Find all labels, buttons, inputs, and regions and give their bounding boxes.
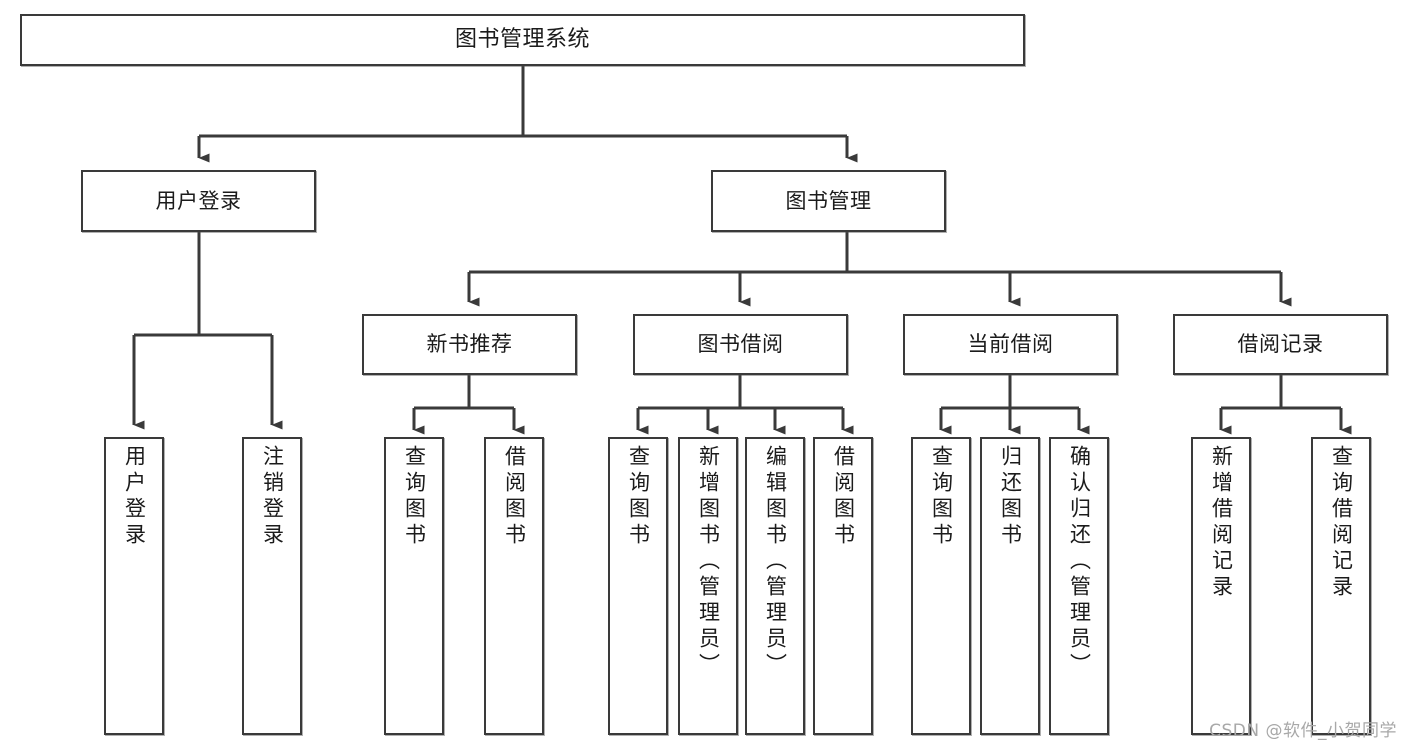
node-label: 当前借阅 xyxy=(967,332,1054,357)
node-label: 查询图书 xyxy=(929,445,954,549)
node-leaf-edit-book-admin[interactable]: 编辑图书（管理员） xyxy=(745,437,805,735)
node-user-login[interactable]: 用户登录 xyxy=(81,170,316,232)
node-leaf-query-book-current[interactable]: 查询图书 xyxy=(911,437,971,735)
node-leaf-add-book-admin[interactable]: 新增图书（管理员） xyxy=(678,437,738,735)
node-label: 借阅图书 xyxy=(502,445,527,549)
node-label: 借阅图书 xyxy=(831,445,856,549)
node-label: 借阅记录 xyxy=(1237,332,1324,357)
node-leaf-add-borrow-record[interactable]: 新增借阅记录 xyxy=(1191,437,1251,735)
node-label: 查询图书 xyxy=(402,445,427,549)
watermark: CSDN @软件_小贺同学 xyxy=(1209,721,1397,741)
node-root-system[interactable]: 图书管理系统 xyxy=(20,14,1025,66)
node-label: 编辑图书（管理员） xyxy=(763,445,788,679)
node-label: 注销登录 xyxy=(260,445,285,549)
node-leaf-user-login[interactable]: 用户登录 xyxy=(104,437,164,735)
node-label: 查询图书 xyxy=(626,445,651,549)
node-leaf-query-book-recommend[interactable]: 查询图书 xyxy=(384,437,444,735)
node-label: 确认归还（管理员） xyxy=(1067,445,1092,679)
node-leaf-query-borrow-record[interactable]: 查询借阅记录 xyxy=(1311,437,1371,735)
node-label: 用户登录 xyxy=(122,445,147,549)
node-label: 用户登录 xyxy=(155,188,242,213)
node-borrow-record[interactable]: 借阅记录 xyxy=(1173,314,1388,375)
node-label: 图书管理系统 xyxy=(454,27,590,53)
node-label: 新增图书（管理员） xyxy=(696,445,721,679)
node-label: 新书推荐 xyxy=(426,332,513,357)
node-label: 归还图书 xyxy=(998,445,1023,549)
node-leaf-borrow-book-recommend[interactable]: 借阅图书 xyxy=(484,437,544,735)
node-current-borrow[interactable]: 当前借阅 xyxy=(903,314,1118,375)
node-label: 图书借阅 xyxy=(697,332,784,357)
node-label: 图书管理 xyxy=(785,188,872,213)
node-label: 新增借阅记录 xyxy=(1209,445,1234,601)
node-leaf-logout[interactable]: 注销登录 xyxy=(242,437,302,735)
node-leaf-return-book[interactable]: 归还图书 xyxy=(980,437,1040,735)
node-label: 查询借阅记录 xyxy=(1329,445,1354,601)
node-book-management[interactable]: 图书管理 xyxy=(711,170,946,232)
node-new-book-recommend[interactable]: 新书推荐 xyxy=(362,314,577,375)
node-leaf-borrow-book[interactable]: 借阅图书 xyxy=(813,437,873,735)
node-leaf-query-book-borrow[interactable]: 查询图书 xyxy=(608,437,668,735)
node-book-borrow[interactable]: 图书借阅 xyxy=(633,314,848,375)
node-leaf-confirm-return-admin[interactable]: 确认归还（管理员） xyxy=(1049,437,1109,735)
